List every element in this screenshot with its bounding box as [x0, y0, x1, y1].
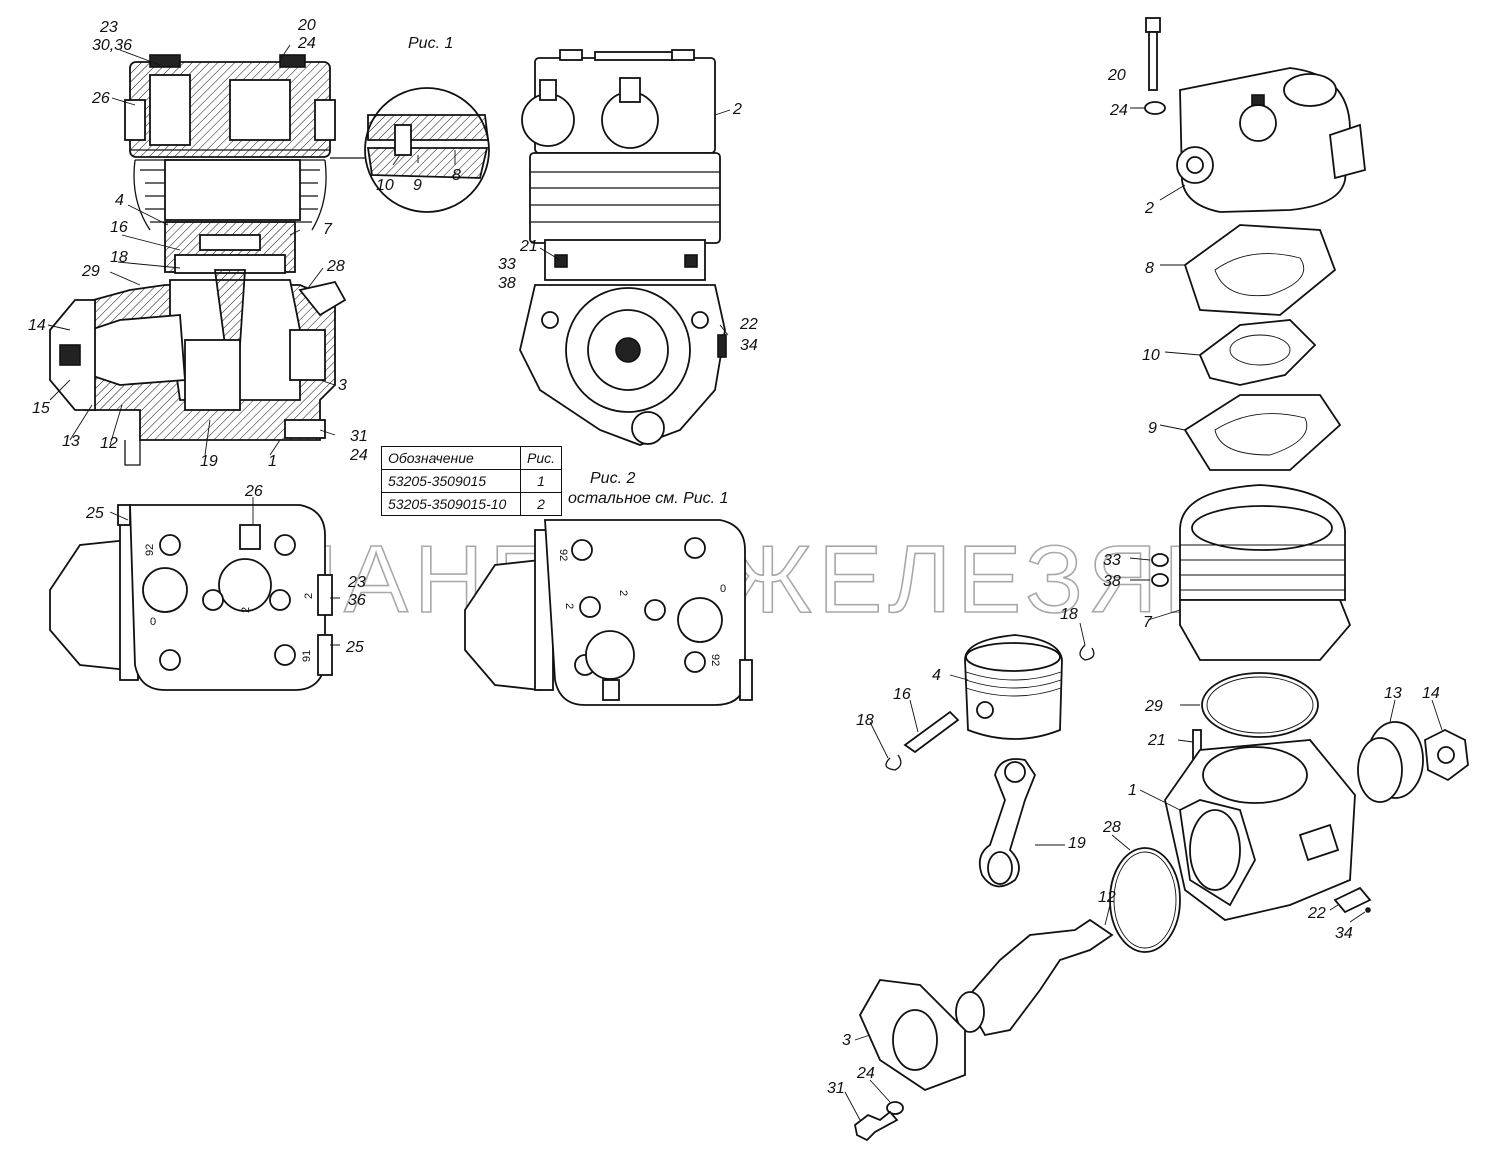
callout: 16 — [893, 686, 911, 703]
callout: 23 — [99, 19, 118, 36]
callout: 13 — [62, 433, 80, 450]
casting-mark: 92 — [557, 549, 569, 561]
callout: 38 — [1103, 573, 1121, 590]
callout: 1 — [1128, 782, 1137, 799]
callout: 25 — [345, 639, 364, 656]
table-header: Рис. — [519, 446, 563, 470]
callout: 31 — [827, 1080, 845, 1097]
casting-mark: 2 — [240, 607, 252, 613]
callout: 2 — [732, 101, 742, 118]
callout: 38 — [498, 275, 516, 292]
front-view — [519, 49, 727, 446]
callout: 30,36 — [92, 37, 132, 54]
caption-fig2-note: остальное см. Рис. 1 — [568, 490, 728, 507]
caption-fig2: Рис. 2 — [590, 470, 635, 487]
table-cell: 53205-3509015 — [381, 469, 521, 493]
callout: 34 — [1335, 925, 1353, 942]
callout: 19 — [1068, 835, 1086, 852]
callout: 18 — [110, 249, 128, 266]
callout: 13 — [1384, 685, 1402, 702]
table-header-row: Обозначение Рис. — [381, 446, 563, 470]
caption-fig1: Рис. 1 — [408, 35, 453, 52]
callout: 24 — [856, 1065, 875, 1082]
casting-mark: 92 — [144, 544, 156, 556]
callout: 8 — [452, 167, 461, 184]
callout: 25 — [85, 505, 104, 522]
callout: 12 — [1098, 889, 1116, 906]
callout: 2 — [1144, 200, 1154, 217]
callout: 33 — [498, 256, 516, 273]
callout: 16 — [110, 219, 128, 236]
callout: 26 — [91, 90, 110, 107]
leader-lines — [47, 44, 1443, 1121]
table-header: Обозначение — [381, 446, 521, 470]
callout: 24 — [349, 447, 368, 464]
callout: 29 — [81, 263, 100, 280]
casting-mark: 2 — [617, 590, 629, 596]
detail-view — [364, 87, 490, 213]
top-view-fig1 — [49, 504, 333, 691]
casting-mark: 2 — [303, 593, 315, 599]
casting-mark: 92 — [709, 654, 721, 666]
callout: 10 — [376, 177, 394, 194]
callout: 23 — [347, 574, 366, 591]
callout: 7 — [1143, 614, 1153, 631]
callout: 31 — [350, 428, 368, 445]
table-row: 53205-3509015-10 2 — [381, 492, 563, 516]
casting-mark: 0 — [150, 616, 156, 628]
callout: 22 — [739, 316, 758, 333]
designation-table: Обозначение Рис. 53205-3509015 1 53205-3… — [381, 446, 563, 516]
top-view-fig2 — [464, 519, 753, 706]
callout: 36 — [348, 592, 366, 609]
callout: 29 — [1144, 698, 1163, 715]
callout: 20 — [1107, 67, 1126, 84]
callout: 14 — [1422, 685, 1440, 702]
exploded-view — [854, 17, 1469, 1142]
casting-mark: 2 — [563, 603, 575, 609]
callout: 26 — [244, 483, 263, 500]
callout: 33 — [1103, 552, 1121, 569]
callout: 14 — [28, 317, 46, 334]
callout: 34 — [740, 337, 758, 354]
callout: 9 — [1148, 420, 1157, 437]
table-row: 53205-3509015 1 — [381, 469, 563, 493]
callout: 28 — [1102, 819, 1121, 836]
callout: 22 — [1307, 905, 1326, 922]
callout: 20 — [297, 17, 316, 34]
casting-mark: 91 — [301, 650, 313, 662]
casting-marks: 92 2 0 2 91 92 2 2 0 92 — [144, 544, 726, 667]
callout: 19 — [200, 453, 218, 470]
table-cell: 1 — [519, 469, 563, 493]
table-cell: 2 — [519, 492, 563, 516]
callout: 12 — [100, 435, 118, 452]
callout: 24 — [1109, 102, 1128, 119]
callout: 18 — [856, 712, 874, 729]
casting-mark: 0 — [720, 583, 726, 595]
callout: 4 — [115, 192, 124, 209]
callout: 10 — [1142, 347, 1160, 364]
table-cell: 53205-3509015-10 — [381, 492, 521, 516]
callout: 3 — [842, 1032, 851, 1049]
callout: 15 — [32, 400, 50, 417]
callout: 24 — [297, 35, 316, 52]
section-view — [49, 54, 370, 466]
callout: 4 — [932, 667, 941, 684]
callout: 8 — [1145, 260, 1154, 277]
callout: 9 — [413, 177, 422, 194]
callout: 28 — [326, 258, 345, 275]
callout: 21 — [1147, 732, 1166, 749]
callout: 7 — [323, 221, 333, 238]
callout: 1 — [268, 453, 277, 470]
callout: 21 — [519, 238, 538, 255]
callout: 3 — [338, 377, 347, 394]
callout: 18 — [1060, 606, 1078, 623]
